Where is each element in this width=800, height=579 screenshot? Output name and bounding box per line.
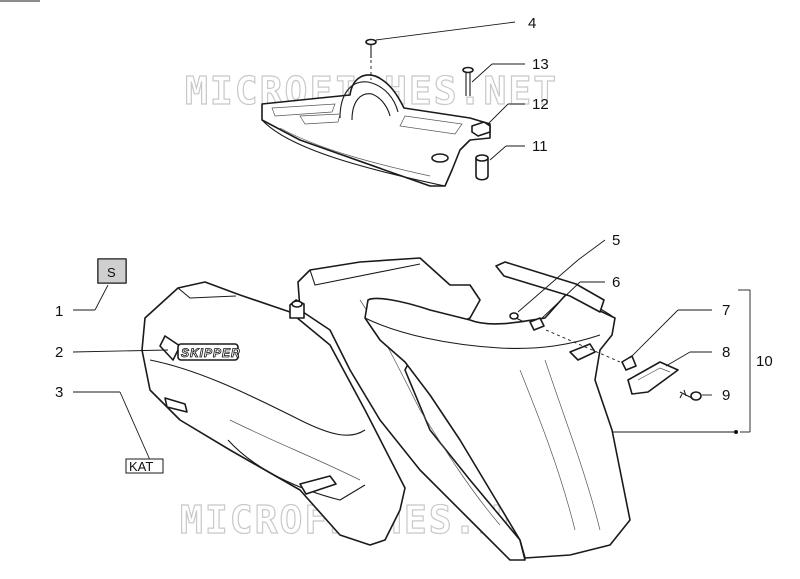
badge-s: S: [97, 258, 127, 284]
callout-2: 2: [55, 344, 63, 361]
fastener-part-7: [621, 309, 712, 371]
clip-part-6: [529, 281, 621, 363]
skipper-logo-text: SKIPPER: [181, 346, 241, 360]
callout-1: 1: [55, 303, 63, 320]
center-body-panel: [289, 257, 526, 561]
screw-part-9: [679, 389, 712, 401]
left-side-cover: SKIPPER: [141, 281, 406, 546]
badge-s-text: S: [107, 265, 116, 280]
callout-9: 9: [722, 387, 730, 404]
callout-7: 7: [722, 302, 730, 319]
callout-10: 10: [756, 353, 773, 370]
group-bracket-10: [612, 289, 751, 434]
badge-kat: KAT: [125, 458, 164, 474]
nut-part-12: [471, 103, 525, 137]
cover-plate-part-8: [627, 351, 712, 395]
callout-6: 6: [612, 274, 620, 291]
leader-3b: [119, 391, 151, 461]
callout-12: 12: [532, 96, 549, 113]
callout-13: 13: [532, 56, 549, 73]
badge-kat-text: KAT: [129, 459, 153, 474]
leader-2: [72, 349, 169, 353]
screw-part-4: [365, 21, 516, 80]
screw-part-5: [509, 239, 606, 323]
callout-11: 11: [532, 138, 548, 155]
leader-1b: [94, 284, 109, 311]
grab-rail-assembly: [261, 74, 491, 187]
bolt-part-13: [462, 63, 525, 96]
callout-4: 4: [528, 15, 536, 32]
callout-8: 8: [722, 344, 730, 361]
bracket-dot: [734, 430, 738, 434]
callout-3: 3: [55, 384, 63, 401]
callout-5: 5: [612, 232, 620, 249]
spacer-part-11: [475, 145, 525, 181]
